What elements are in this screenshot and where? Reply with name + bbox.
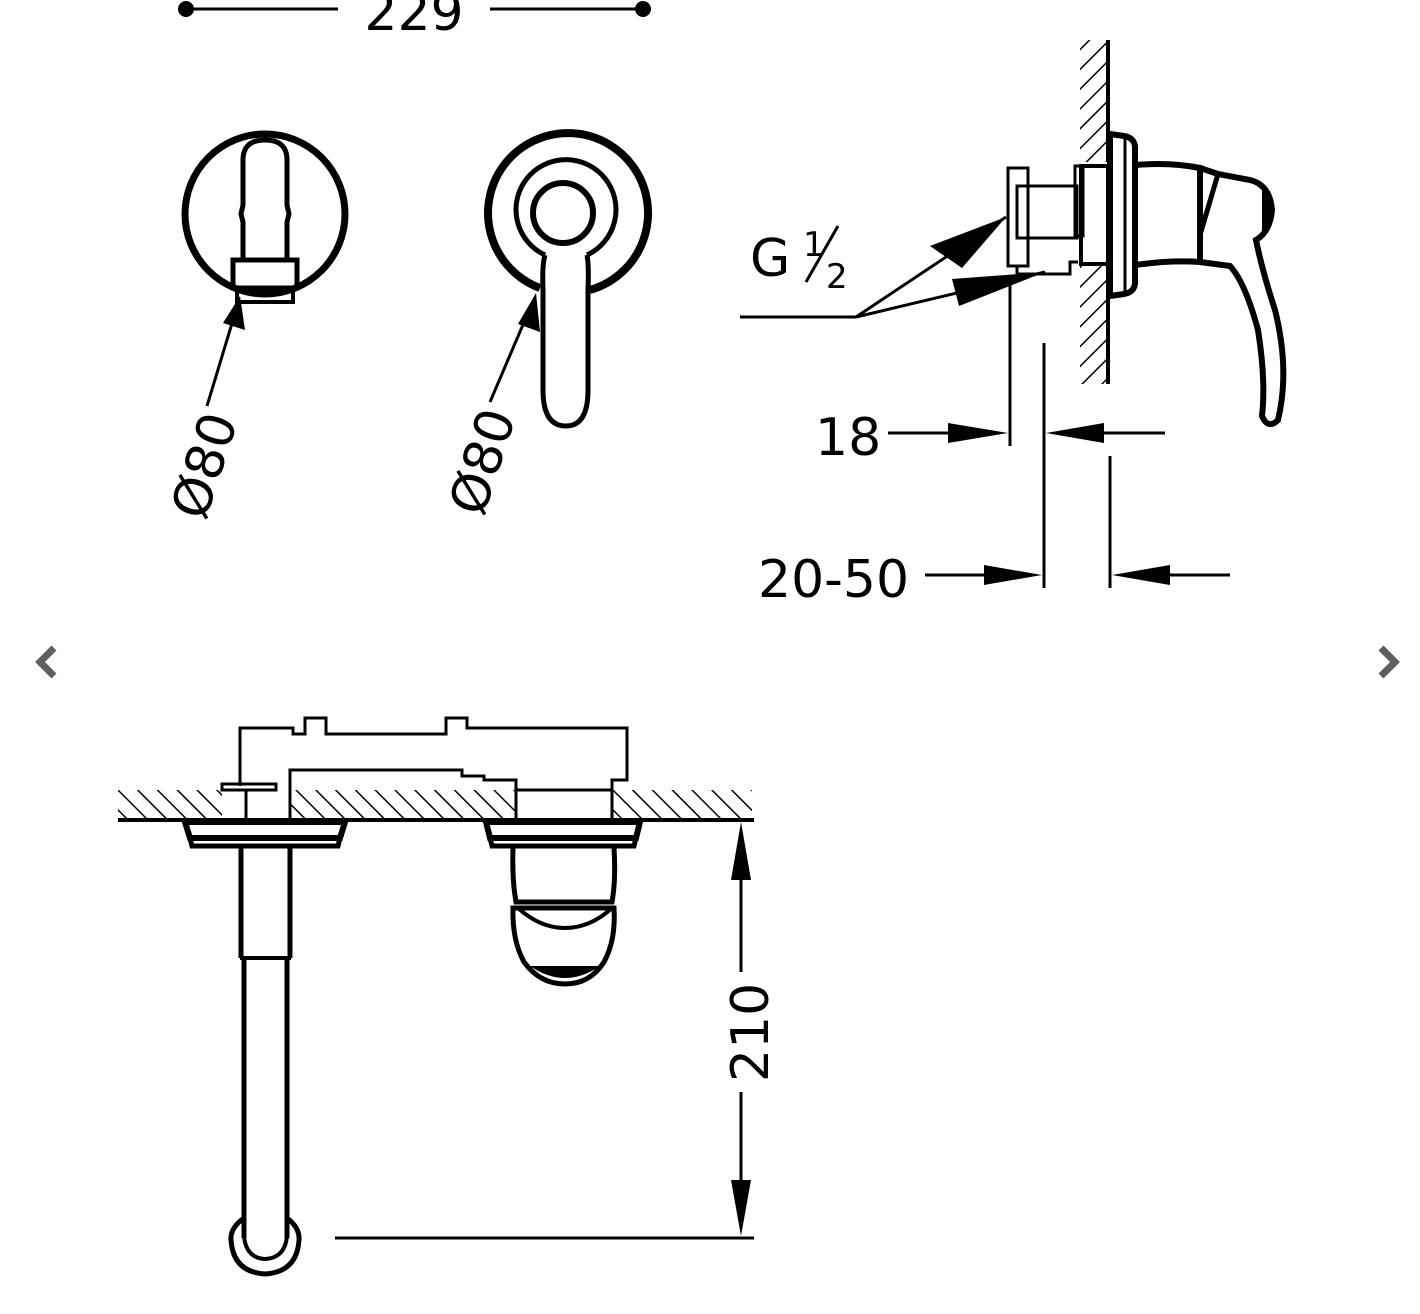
thread-leader: G 1 2: [740, 215, 1046, 319]
handle-front-view: [484, 129, 653, 429]
top-view-body: [220, 716, 629, 818]
thread-label: G: [750, 229, 790, 289]
width-dimension-label: 229: [364, 0, 463, 43]
thread-fraction-numerator: 1: [803, 225, 825, 265]
handle-diameter-label: Ø80: [438, 402, 528, 522]
height-dimension: 210: [335, 822, 781, 1240]
spout-diameter-label: Ø80: [160, 406, 250, 526]
depth-dimension: 18: [815, 280, 1165, 588]
top-view-spout: [180, 819, 350, 1277]
wall-range-dimension-label: 20-50: [758, 550, 909, 610]
wall-range-dimension: 20-50: [758, 456, 1230, 610]
depth-dimension-label: 18: [815, 408, 881, 468]
spout-diameter-leader: Ø80: [160, 296, 250, 526]
top-view-handle: [482, 819, 644, 987]
thread-fraction-denominator: 2: [826, 257, 848, 297]
next-image-button[interactable]: [1366, 640, 1410, 684]
height-dimension-label: 210: [721, 983, 781, 1082]
handle-diameter-leader: Ø80: [438, 293, 540, 522]
spout-front-view: [181, 130, 349, 304]
top-view-wall: [118, 780, 754, 822]
chevron-left-icon: [35, 645, 57, 679]
width-dimension: 229: [178, 0, 651, 43]
side-view-body: [1006, 130, 1287, 428]
previous-image-button[interactable]: [25, 640, 69, 684]
chevron-right-icon: [1378, 645, 1400, 679]
